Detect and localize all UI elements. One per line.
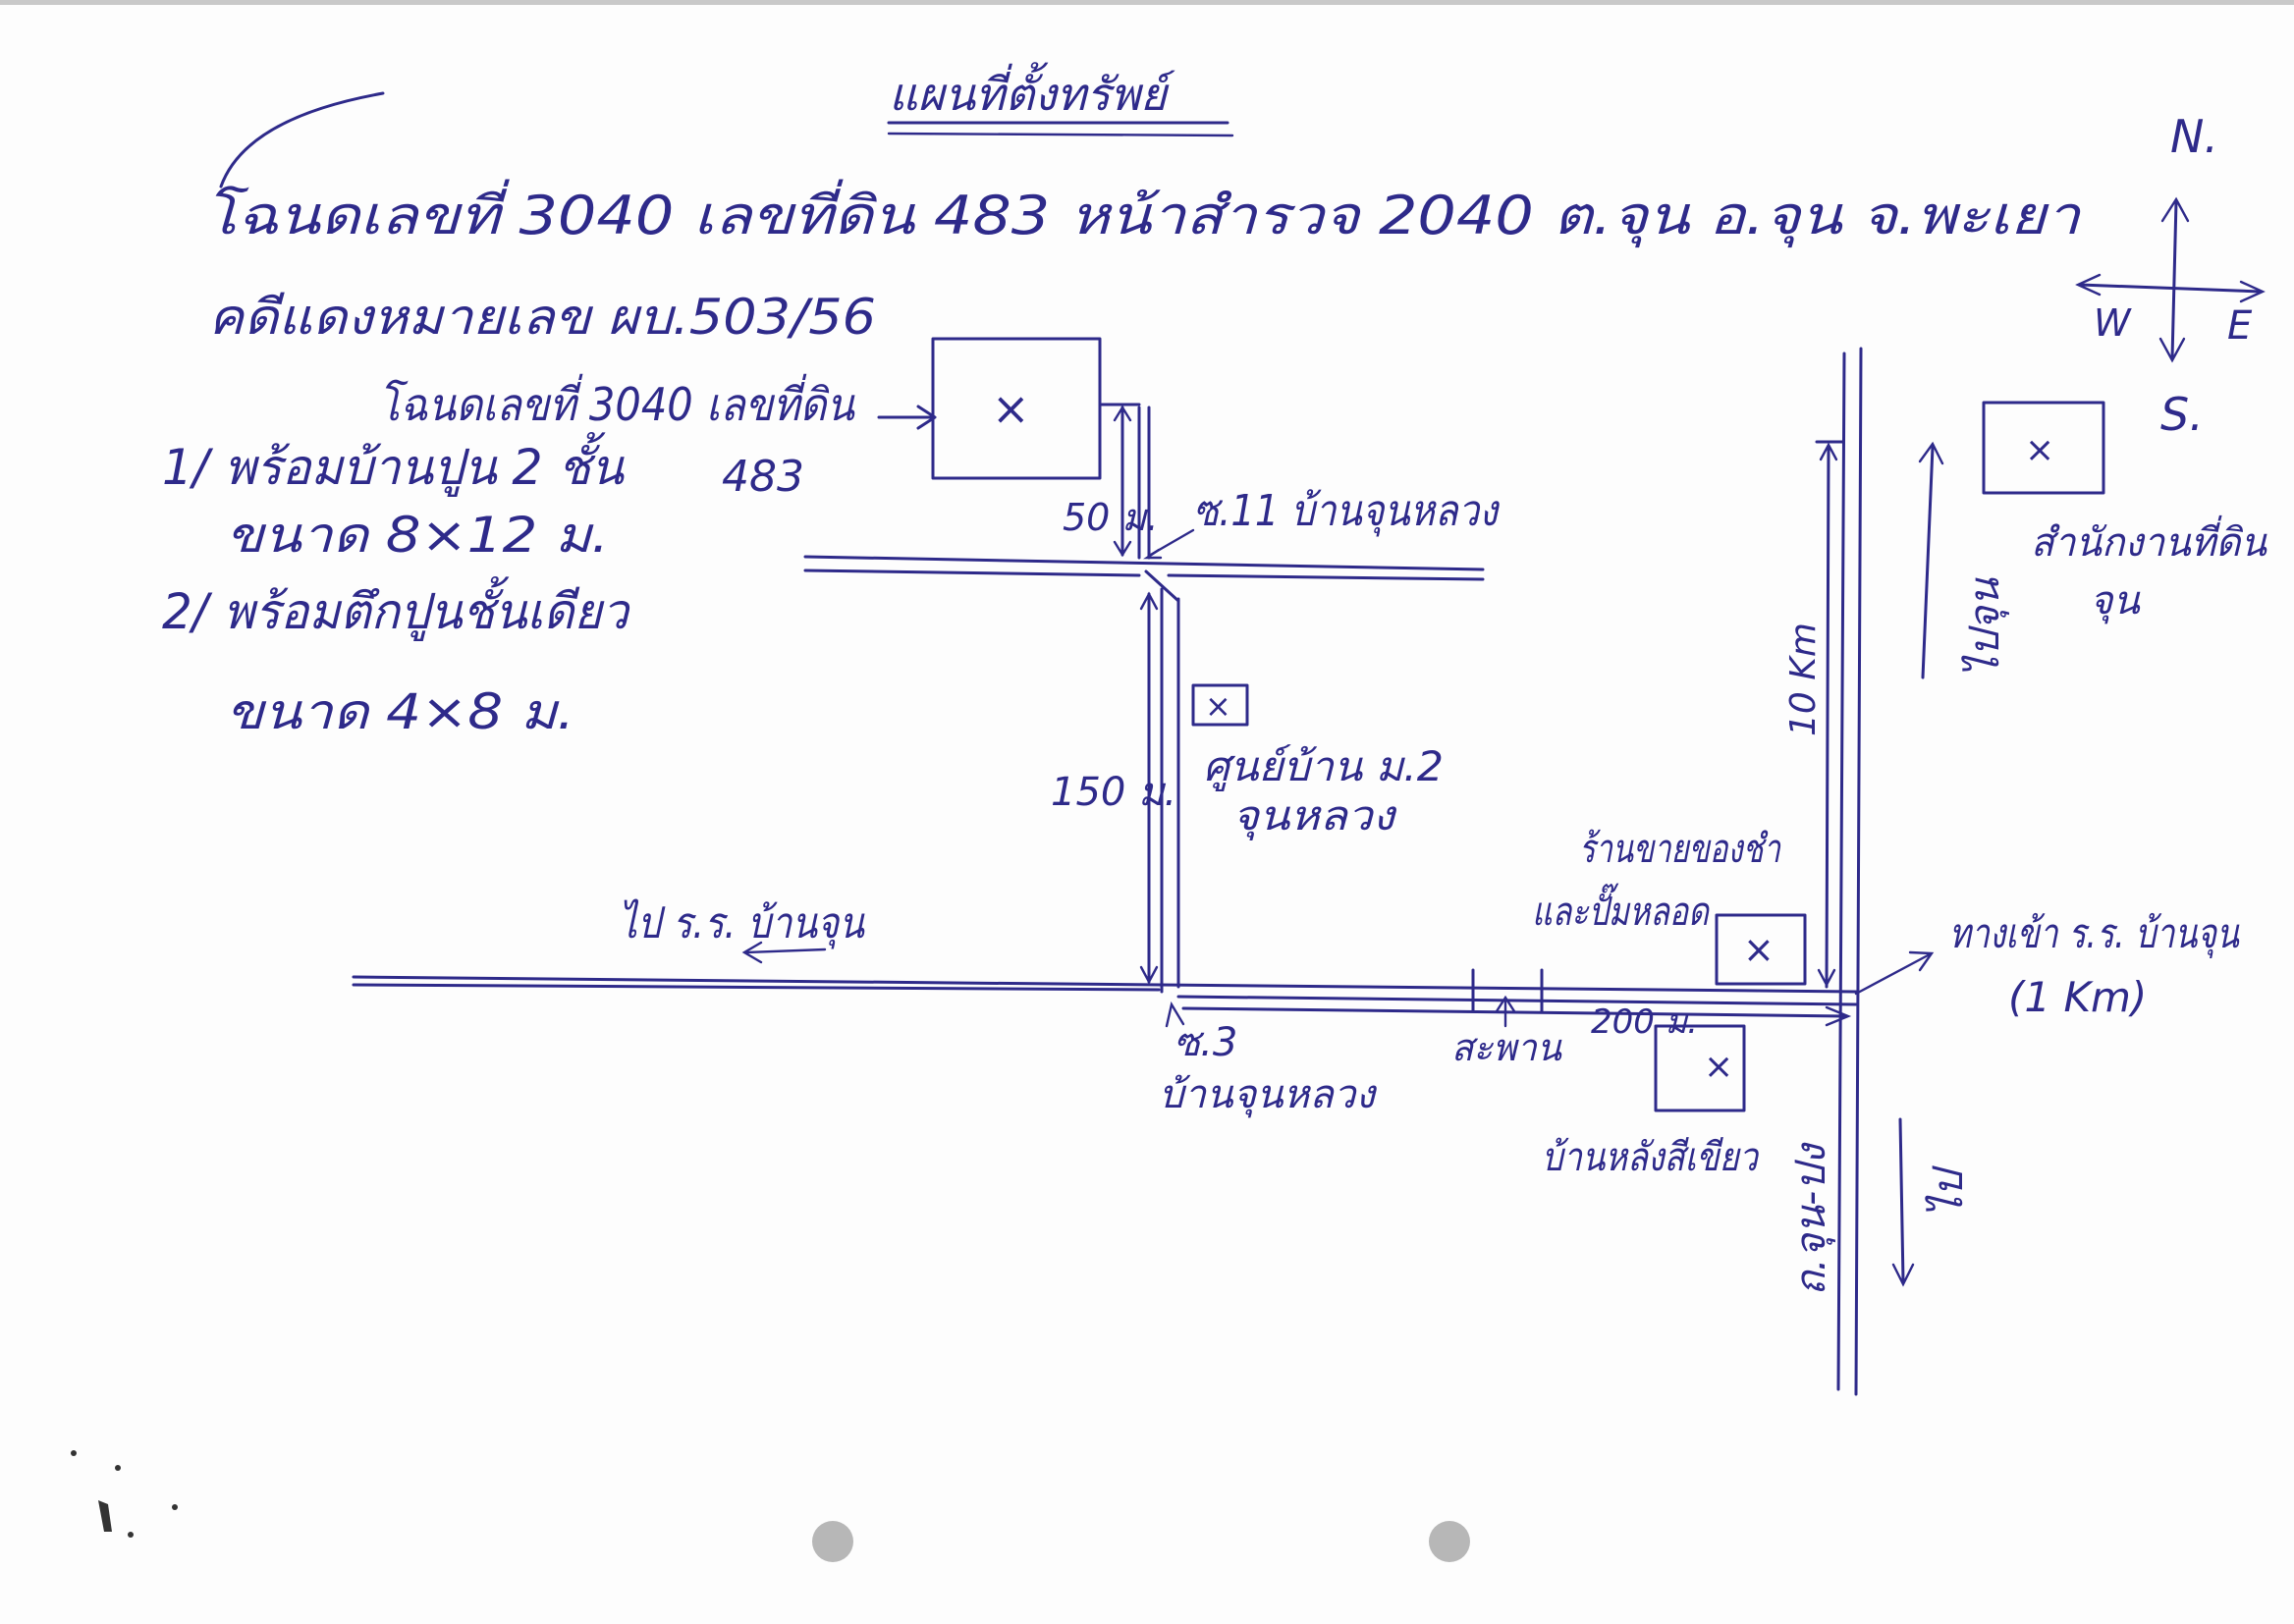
land-office-x-mark: × (2025, 430, 2054, 470)
to-chun-arrow-head (1918, 441, 1944, 465)
property-box (931, 337, 1102, 480)
item-2-line2: ขนาด 4×8 ม. (226, 683, 574, 740)
compass-n: N. (2170, 110, 2218, 163)
road-label: ถ.จุน-ปง (1786, 1142, 1835, 1296)
shop-box (1715, 913, 1807, 986)
crossing-pointer-head (1495, 995, 1516, 1013)
to-chun-label: ไปจุน (1960, 577, 2009, 677)
entrance-arrow (1854, 952, 1932, 996)
binder-hole-left (812, 1521, 853, 1562)
dim-50-arrow-down (1113, 540, 1132, 558)
dim-50-label: 50 ม. (1063, 496, 1159, 539)
entrance-arrow-head (1908, 950, 1935, 972)
shop-x-mark: × (1743, 928, 1775, 971)
soi11-road-bottom (803, 568, 1141, 577)
go-label: ไป (1924, 1165, 1972, 1218)
to-chun-arrow (1921, 445, 1935, 679)
main-road-top (352, 975, 1858, 994)
compass-s: S. (2160, 388, 2204, 441)
item-2-line1: 2/ พร้อมตึกปูนชั้นเดียว (162, 576, 631, 642)
dim-10km-arrow-up (1819, 442, 1838, 461)
dim-50-arrow-up (1113, 405, 1132, 422)
compass-e: E (2227, 303, 2253, 349)
to-school-arrow-head (741, 941, 763, 964)
center-box (1191, 683, 1249, 727)
scan-edge (0, 0, 2294, 5)
dim-150-label: 150 ม. (1051, 770, 1176, 815)
compass-we-line (2078, 283, 2263, 294)
go-arrow (1898, 1117, 1905, 1283)
center-label: ศูนย์บ้าน ม.2 (1203, 742, 1444, 791)
scan-specks (71, 1450, 178, 1538)
soi11-road-bottom-2 (1167, 573, 1485, 581)
deed-label: โฉนดเลขที่ 3040 เลขที่ดิน (378, 373, 855, 431)
dim-10km-arrow-down (1817, 968, 1836, 988)
center-label-2: จุนหลวง (1232, 791, 1397, 840)
center-x-mark: × (1205, 687, 1231, 725)
highway-right (1854, 347, 1863, 1396)
item-1-line2: ขนาด 8×12 ม. (226, 507, 609, 564)
compass-ns-line (2170, 199, 2178, 360)
item-1-line1: 1/ พร้อมบ้านปูน 2 ชั้น (162, 432, 626, 498)
land-office-label: สำนักงานที่ดิน (2031, 514, 2268, 566)
map-title: แผนที่ตั้งทรัพย์ (889, 62, 1175, 121)
compass-e-arrow (2239, 280, 2266, 303)
green-house-box (1654, 1024, 1746, 1112)
deed-parcel: 483 (722, 452, 804, 502)
header-line: โฉนดเลขที่ 3040 เลขที่ดิน 483 หน้าสำรวจ … (204, 179, 2082, 248)
dim-150-arrow-down (1139, 965, 1159, 985)
crossing-label: สะพาน (1451, 1026, 1562, 1069)
entrance-km: (1 Km) (2008, 973, 2147, 1021)
lane-kink (1144, 569, 1180, 603)
compass-n-arrow (2160, 196, 2190, 223)
highway-left (1836, 352, 1846, 1391)
green-house-label: บ้านหลังสีเขียว (1542, 1135, 1760, 1180)
header-flourish (219, 91, 385, 189)
property-x-mark: × (992, 382, 1030, 435)
compass-s-arrow (2158, 337, 2186, 363)
dim-150-arrow-up (1139, 591, 1159, 611)
case-line: คดีแดงหมายเลข ผบ.503/56 (208, 289, 876, 346)
soi11-label: ซ.11 บ้านจุนหลวง (1193, 486, 1501, 537)
to-school-arrow (744, 947, 827, 954)
main-road-mid (352, 983, 1161, 992)
dim-200-label: 200 ม. (1591, 1002, 1698, 1042)
shop-label-2: และปั๊มหลอด (1532, 883, 1711, 935)
soi3-pointer (1165, 1001, 1185, 1028)
to-school-label: ไป ร.ร. บ้านจุน (619, 898, 866, 949)
deed-arrow-head (916, 405, 937, 430)
green-house-x-mark: × (1704, 1047, 1733, 1087)
go-arrow-head (1891, 1263, 1915, 1287)
land-office-box (1982, 401, 2105, 495)
land-office-label-2: จุน (2090, 578, 2141, 624)
compass-w-arrow (2075, 273, 2102, 297)
main-road-bottom (1176, 995, 1858, 1006)
shop-label: ร้านขายของชำ (1579, 827, 1781, 872)
title-underline-2 (887, 132, 1234, 137)
main-road-arrow (1825, 1005, 1852, 1027)
soi11-pointer-head (1143, 548, 1163, 560)
binder-hole-right (1429, 1521, 1470, 1562)
soi11-road-top (803, 555, 1485, 571)
soi3-label-2: บ้านจุนหลวง (1159, 1072, 1377, 1118)
entrance-label: ทางเข้า ร.ร. บ้านจุน (1949, 909, 2240, 958)
soi3-label: ซ.3 (1174, 1020, 1237, 1065)
compass-w: W (2094, 301, 2132, 345)
dim-10km-label: 10 Km (1783, 623, 1824, 736)
dim-10km-line (1825, 445, 1830, 989)
